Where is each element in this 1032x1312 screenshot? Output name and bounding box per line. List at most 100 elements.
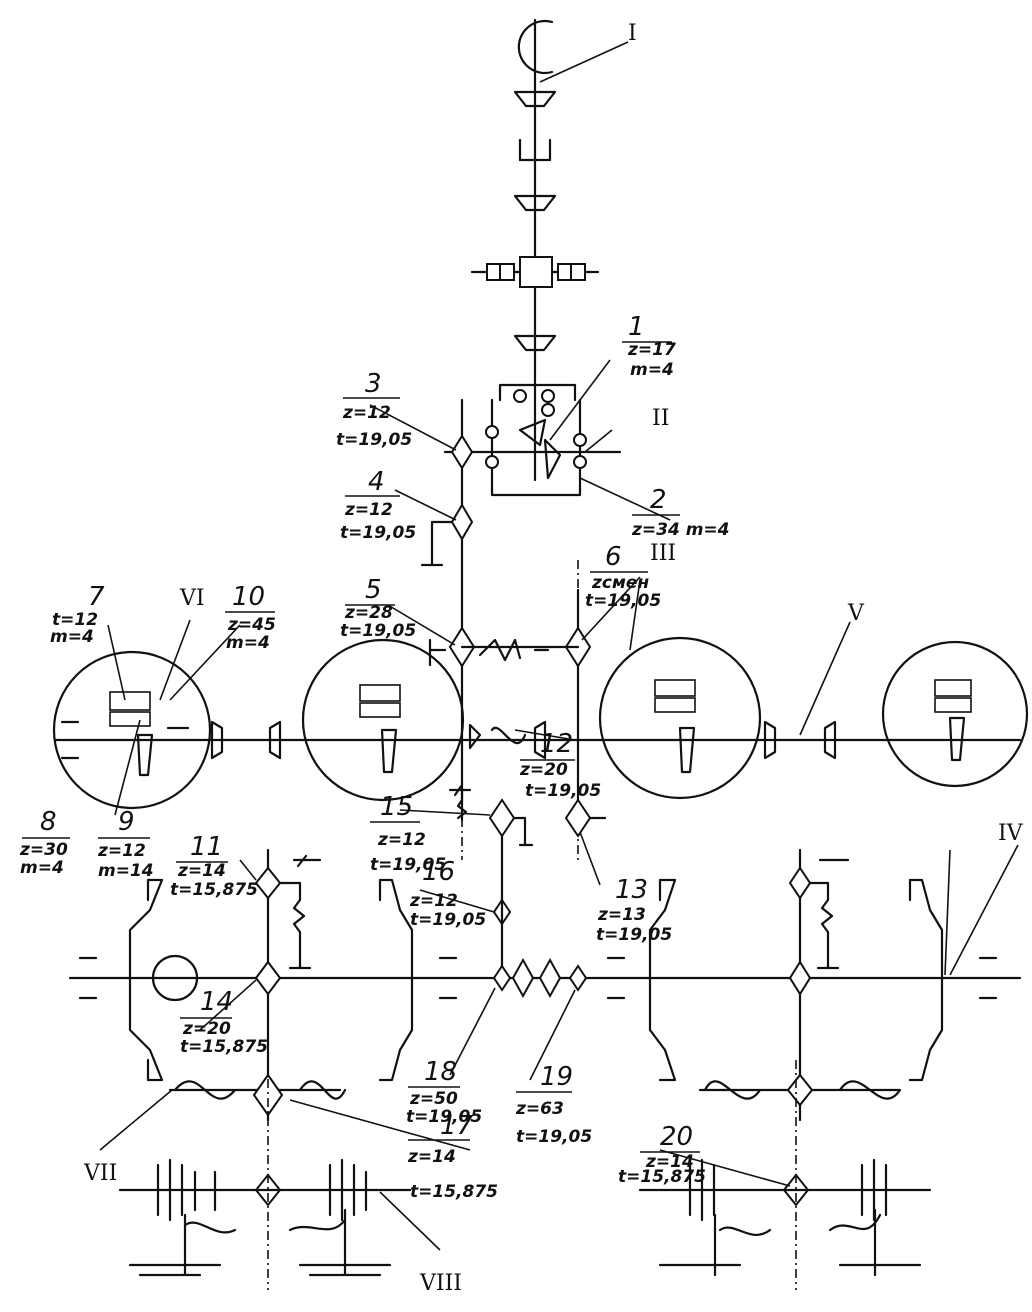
shaft-label-VII: VII	[83, 1161, 117, 1186]
svg-text:t=15,875: t=15,875	[618, 1167, 706, 1187]
shaft-label-II: II	[652, 406, 669, 431]
svg-text:z=50: z=50	[409, 1089, 458, 1109]
cutter-disc-3	[598, 636, 762, 800]
vertical-drive-shaft	[470, 78, 600, 482]
label-part-16: 16 z=12 t=19,05	[409, 857, 486, 930]
label-part-6: 6 zсмен t=19,05	[585, 542, 661, 611]
svg-text:zсмен: zсмен	[591, 573, 649, 593]
svg-text:t=19,05: t=19,05	[525, 781, 601, 801]
label-part-2: 2 z=34 m=4	[631, 485, 730, 540]
sprocket-13	[564, 798, 592, 838]
shaft-label-III: III	[650, 541, 676, 566]
label-part-5: 5 z=28 t=19,05	[340, 575, 416, 641]
svg-text:z=63: z=63	[515, 1099, 564, 1119]
svg-text:19: 19	[540, 1062, 573, 1092]
shaft-label-VI: VI	[179, 586, 205, 611]
label-part-15: 15 z=12 t=19,05	[370, 792, 446, 875]
svg-text:16: 16	[422, 857, 455, 887]
svg-text:z=34 m=4: z=34 m=4	[631, 520, 730, 540]
svg-text:15: 15	[380, 792, 413, 822]
label-part-1: 1 z=17 m=4	[622, 312, 676, 380]
svg-text:3: 3	[365, 369, 382, 399]
svg-text:m=14: m=14	[98, 861, 154, 881]
svg-text:t=19,05: t=19,05	[410, 910, 486, 930]
label-part-19: 19 z=63 t=19,05	[515, 1062, 592, 1147]
shaft-label-IV: IV	[998, 821, 1024, 846]
label-part-4: 4 z=12 t=19,05	[340, 467, 416, 543]
motor-symbol	[517, 18, 554, 82]
bevel-gearbox	[443, 383, 622, 497]
svg-text:17: 17	[440, 1111, 474, 1141]
svg-text:12: 12	[540, 729, 573, 759]
svg-text:5: 5	[365, 575, 382, 605]
svg-text:t=15,875: t=15,875	[180, 1037, 268, 1057]
label-part-14: 14 z=20 t=15,875	[180, 987, 268, 1057]
label-part-11: 11 z=14 t=15,875	[170, 832, 258, 900]
svg-text:7: 7	[88, 582, 105, 612]
svg-text:z=12: z=12	[344, 500, 393, 520]
svg-text:z=14: z=14	[407, 1147, 456, 1167]
label-part-13: 13 z=13 t=19,05	[596, 875, 672, 945]
svg-text:t=19,05: t=19,05	[596, 925, 672, 945]
svg-text:z=12: z=12	[342, 403, 391, 423]
svg-text:z=20: z=20	[182, 1019, 231, 1039]
svg-text:z=13: z=13	[597, 905, 646, 925]
side-brackets	[128, 878, 944, 1082]
svg-text:m=4: m=4	[226, 633, 270, 653]
svg-text:t=19,05: t=19,05	[340, 523, 416, 543]
svg-text:t=19,05: t=19,05	[336, 430, 412, 450]
svg-text:20: 20	[660, 1122, 693, 1152]
svg-text:6: 6	[605, 542, 622, 572]
svg-text:13: 13	[615, 875, 648, 905]
cutter-disc-4	[881, 640, 1029, 788]
svg-text:10: 10	[232, 582, 265, 612]
label-part-10: 10 z=45 m=4	[225, 582, 276, 653]
svg-text:4: 4	[368, 467, 385, 497]
spring	[478, 638, 522, 662]
svg-text:z=45: z=45	[227, 615, 276, 635]
sprocket-17	[252, 1073, 284, 1117]
svg-text:m=4: m=4	[20, 858, 64, 878]
svg-text:t=19,05: t=19,05	[340, 621, 416, 641]
label-part-8: 8 z=30 m=4	[19, 807, 70, 878]
svg-text:z=30: z=30	[19, 840, 68, 860]
sprocket-4	[450, 503, 474, 541]
label-part-20: 20 z=14 t=15,875	[618, 1122, 706, 1187]
svg-text:t=19,05: t=19,05	[406, 1107, 482, 1127]
label-part-3: 3 z=12 t=19,05	[336, 369, 412, 450]
label-part-18: 18 z=50 t=19,05	[406, 1057, 482, 1127]
label-part-7: 7 t=12 m=4	[50, 582, 105, 647]
sprocket-3	[450, 434, 474, 470]
svg-text:t=15,875: t=15,875	[170, 880, 258, 900]
svg-text:14: 14	[200, 987, 233, 1017]
cutter-disc-2	[301, 638, 465, 802]
svg-text:z=28: z=28	[344, 603, 393, 623]
svg-text:9: 9	[118, 807, 135, 837]
bottom-left-mechanism	[118, 1073, 412, 1277]
svg-text:t=15,875: t=15,875	[410, 1182, 498, 1202]
leader-lines	[99, 41, 1019, 1251]
shaft-label-I: I	[628, 21, 637, 46]
svg-text:1: 1	[628, 312, 645, 342]
sprocket-11	[254, 866, 282, 900]
svg-text:z=20: z=20	[519, 760, 568, 780]
label-part-9: 9 z=12 m=14	[97, 807, 154, 881]
svg-text:z=12: z=12	[409, 891, 458, 911]
svg-text:m=4: m=4	[630, 360, 674, 380]
sprocket-15	[488, 798, 516, 838]
svg-text:z=17: z=17	[627, 340, 676, 360]
svg-text:8: 8	[40, 807, 57, 837]
svg-text:t=19,05: t=19,05	[516, 1127, 592, 1147]
svg-text:t=19,05: t=19,05	[370, 855, 446, 875]
svg-text:z=12: z=12	[97, 841, 146, 861]
svg-text:z=12: z=12	[377, 830, 426, 850]
label-part-17: 17 z=14 t=15,875	[407, 1111, 498, 1202]
svg-text:18: 18	[424, 1057, 457, 1087]
bottom-right-mechanism	[638, 1073, 932, 1277]
sprocket-14	[254, 960, 282, 996]
motor-symbol-lower	[151, 954, 199, 1002]
shaft-label-VIII: VIII	[419, 1271, 462, 1296]
cutter-disc-1	[52, 650, 212, 810]
